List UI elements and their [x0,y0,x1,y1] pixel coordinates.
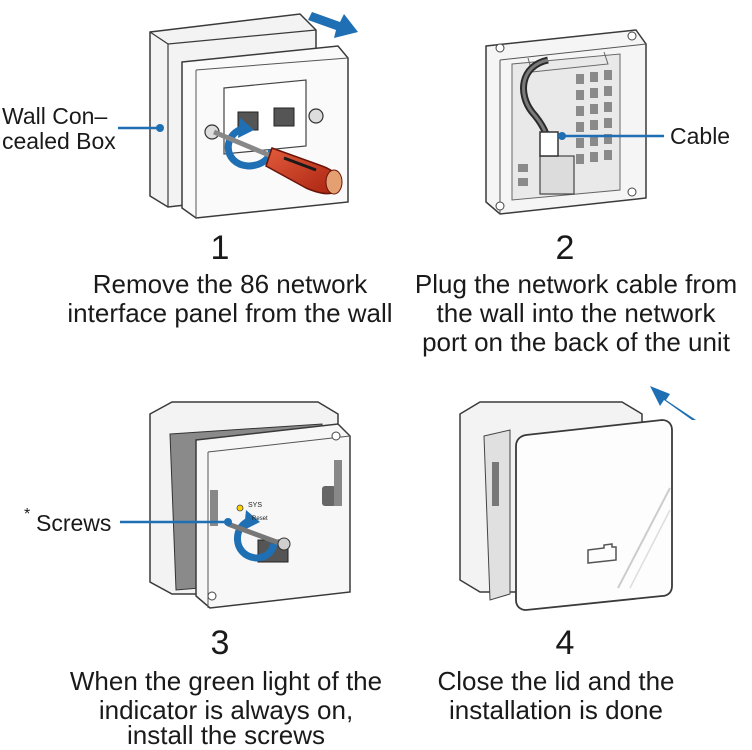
screwdriver-icon [213,129,343,195]
step3-illustration [120,401,351,609]
step3-caption-line3: install the screws [127,720,325,750]
step1-caption-line2: interface panel from the wall [67,298,393,328]
screws-footnote-mark: * [24,506,31,523]
step1-number: 1 [210,229,230,267]
rotation-arrow-icon [224,118,276,170]
step3-caption-line1: When the green light of the [69,666,383,696]
network-port-icon [587,543,617,564]
wall-box-pointer [118,124,164,132]
cable-pointer [558,132,664,140]
cable-label: Cable [670,123,731,149]
step4-caption-line1: Close the lid and the [437,666,675,696]
step4-illustration [459,386,696,611]
step3-number: 3 [210,624,230,662]
wall-box-label-line1: Wall Con– [2,103,108,129]
screws-label: Screws [36,510,112,536]
step2-caption-line2: the wall into the network [436,298,716,328]
close-direction-arrow-icon [650,386,696,420]
sys-indicator-label: SYS [248,502,263,509]
mounted-unit [195,423,351,609]
step4-caption-line2: installation is done [449,695,663,725]
wall-box-label-line2: cealed Box [2,128,116,154]
screws-pointer [120,518,232,526]
unit-back [485,29,647,215]
step2-caption-line3: port on the back of the unit [422,327,730,357]
lid [515,419,673,611]
step3-caption-line2: indicator is always on, [98,695,354,725]
network-cable [520,56,559,157]
reset-label: Reset [252,516,268,522]
rotation-arrow-icon [227,510,291,562]
remove-direction-arrow-icon [308,12,358,38]
step4-number: 4 [555,624,575,662]
step1-illustration [118,12,358,219]
step1-caption-line1: Remove the 86 network [92,269,368,299]
step2-number: 2 [555,229,575,267]
step2-illustration [485,29,664,215]
step2-caption-line1: Plug the network cable from [414,269,738,299]
